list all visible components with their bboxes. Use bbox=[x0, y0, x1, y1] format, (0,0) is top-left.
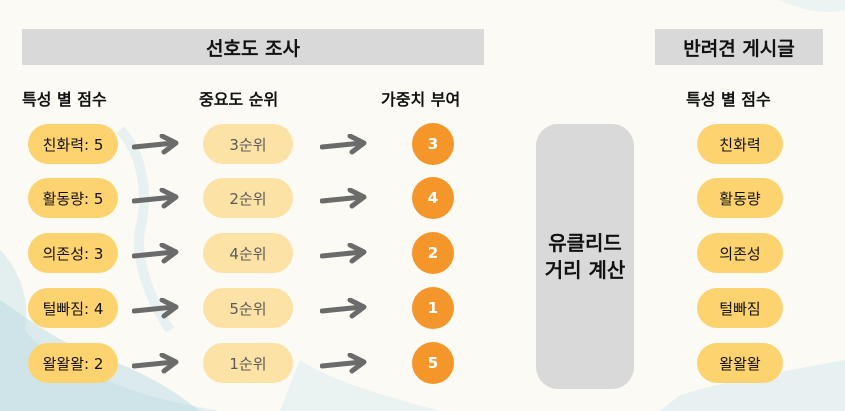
weight-circle: 5 bbox=[412, 342, 454, 384]
header-rank: 중요도 순위 bbox=[199, 90, 279, 109]
arrow-right-icon bbox=[320, 353, 367, 374]
euclidean-distance-box: 유클리드 거리 계산 bbox=[536, 124, 634, 389]
arrow-right-icon bbox=[320, 298, 367, 319]
board-trait-pill: 친화력 bbox=[697, 124, 783, 164]
board-trait-pill: 의존성 bbox=[697, 233, 783, 273]
weight-circle: 1 bbox=[412, 287, 454, 329]
arrow-right-icon bbox=[132, 243, 179, 264]
euclid-line-1: 유클리드 bbox=[548, 230, 622, 255]
weight-circle: 2 bbox=[412, 232, 454, 274]
board-trait-pill: 털빠짐 bbox=[697, 288, 783, 328]
survey-title-bar: 선호도 조사 bbox=[22, 29, 484, 65]
header-score: 특성 별 점수 bbox=[22, 90, 107, 109]
board-trait-pill: 활동량 bbox=[697, 178, 783, 218]
rank-pill: 5순위 bbox=[203, 288, 293, 328]
weight-circle: 3 bbox=[412, 123, 454, 165]
survey-title: 선호도 조사 bbox=[205, 37, 300, 60]
arrow-right-icon bbox=[320, 243, 367, 264]
arrow-right-icon bbox=[132, 298, 179, 319]
arrow-right-icon bbox=[132, 134, 179, 155]
header-weight: 가중치 부여 bbox=[381, 90, 461, 109]
rank-pill: 2순위 bbox=[203, 178, 293, 218]
board-title: 반려견 게시글 bbox=[683, 37, 795, 60]
score-pill: 왈왈왈: 2 bbox=[28, 343, 118, 383]
score-pill: 털빠짐: 4 bbox=[28, 288, 118, 328]
score-pill: 활동량: 5 bbox=[28, 178, 118, 218]
board-title-bar: 반려견 게시글 bbox=[655, 29, 823, 65]
euclid-line-2: 거리 계산 bbox=[544, 257, 626, 282]
header-board-score: 특성 별 점수 bbox=[686, 90, 771, 109]
rank-pill: 4순위 bbox=[203, 233, 293, 273]
score-pill: 친화력: 5 bbox=[28, 124, 118, 164]
arrow-right-icon bbox=[132, 188, 179, 209]
rank-pill: 3순위 bbox=[203, 124, 293, 164]
rank-pill: 1순위 bbox=[203, 343, 293, 383]
arrow-right-icon bbox=[320, 134, 367, 155]
weight-circle: 4 bbox=[412, 177, 454, 219]
board-trait-pill: 왈왈왈 bbox=[697, 343, 783, 383]
arrow-right-icon bbox=[320, 188, 367, 209]
score-pill: 의존성: 3 bbox=[28, 233, 118, 273]
arrow-right-icon bbox=[132, 353, 179, 374]
